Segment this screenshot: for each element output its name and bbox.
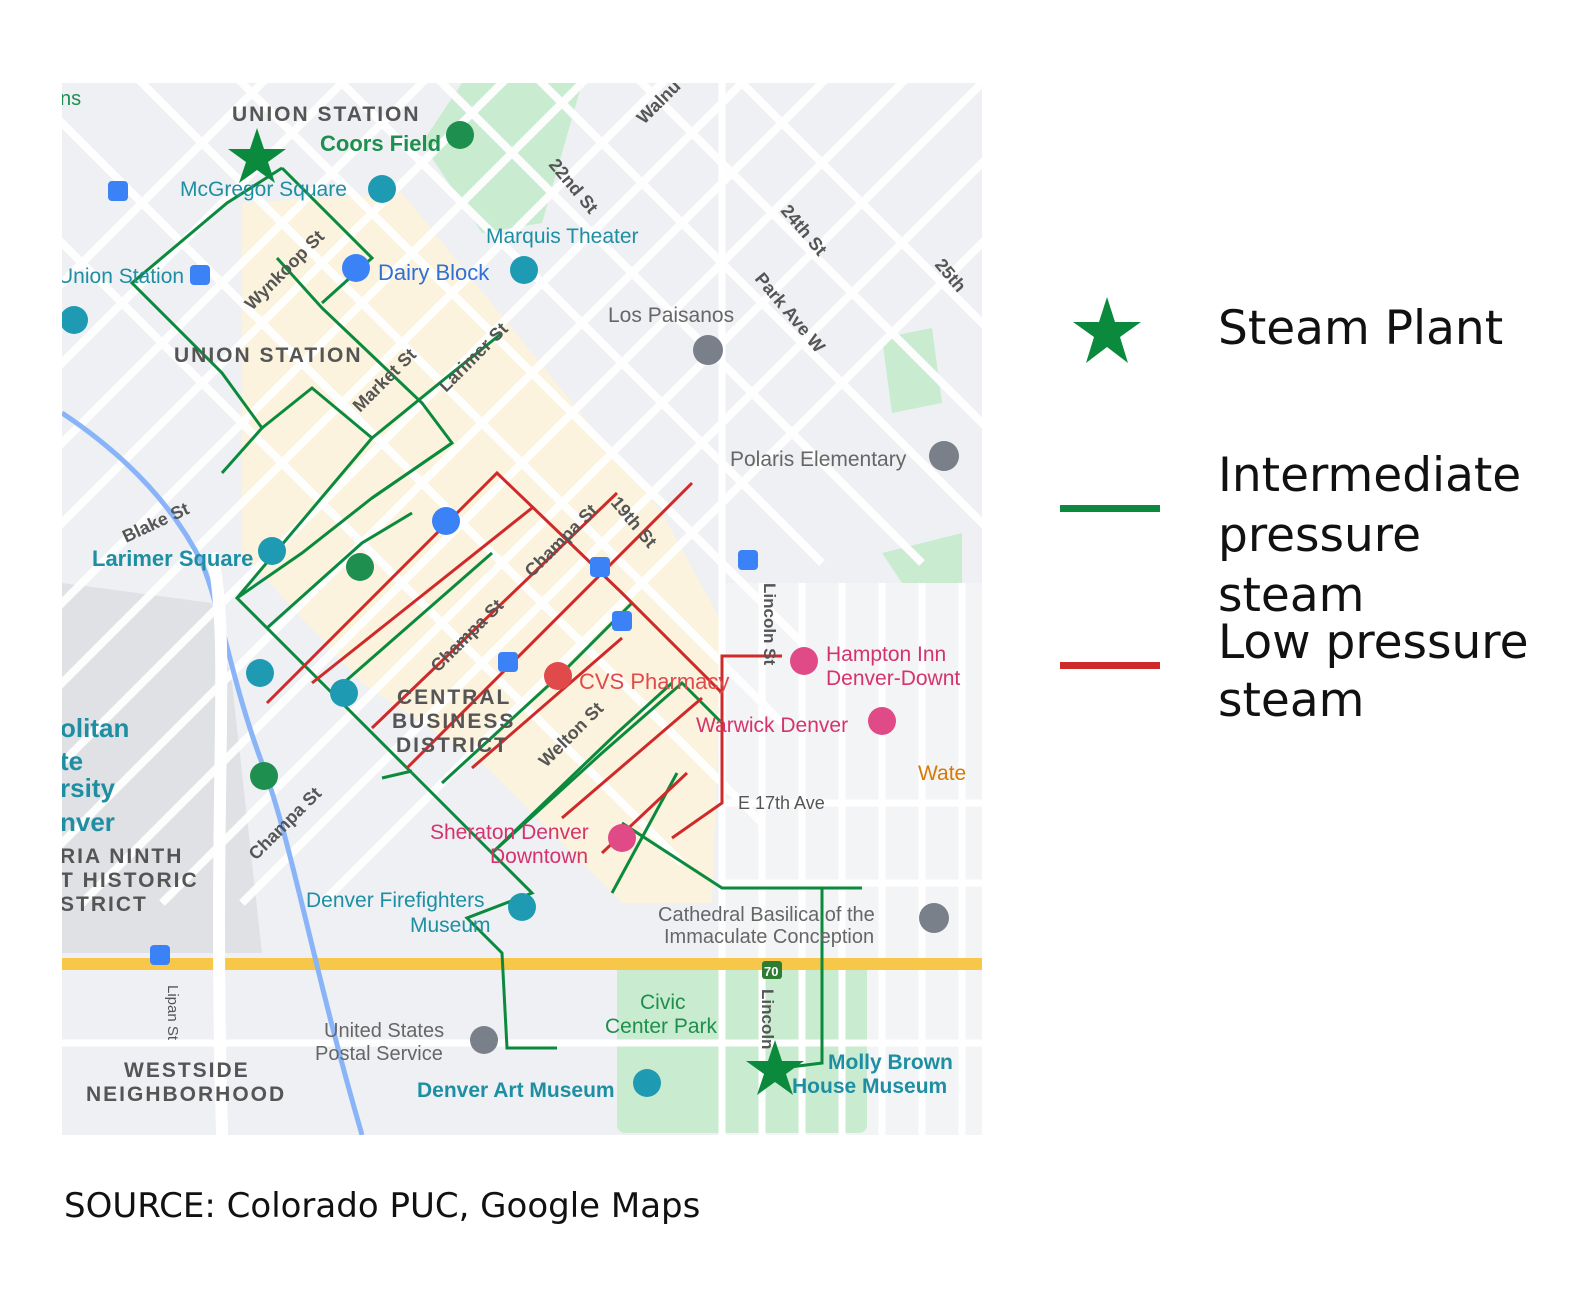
label-metro-4: nver bbox=[62, 807, 115, 837]
label-ninth-2: T HISTORIC bbox=[62, 869, 199, 892]
label-cvs-pharmacy: CVS Pharmacy bbox=[579, 669, 729, 694]
legend-intermediate: Intermediate pressure steam bbox=[1060, 448, 1580, 623]
label-usps-1: United States bbox=[324, 1020, 444, 1042]
label-e17th: E 17th Ave bbox=[738, 793, 825, 813]
label-firefighters-1: Denver Firefighters bbox=[306, 889, 485, 912]
legend-steam-plant-label: Steam Plant bbox=[1218, 301, 1504, 356]
low-steam-network bbox=[265, 470, 782, 855]
label-marquis-theater: Marquis Theater bbox=[486, 225, 639, 248]
label-union-station-poi: Union Station bbox=[62, 265, 184, 288]
label-wate: Wate bbox=[918, 762, 966, 785]
intermediate-line-swatch bbox=[1060, 505, 1160, 512]
label-westside-1: WESTSIDE bbox=[124, 1059, 250, 1082]
label-cathedral-1: Cathedral Basilica of the bbox=[658, 904, 875, 926]
steam-plant-union-station bbox=[228, 128, 286, 183]
label-firefighters-2: Museum bbox=[410, 914, 491, 937]
label-metro-3: rsity bbox=[62, 773, 115, 803]
label-lipan: Lipan St bbox=[164, 985, 181, 1041]
label-polaris-elementary: Polaris Elementary bbox=[730, 448, 907, 471]
legend-low-label-2: steam bbox=[1218, 673, 1365, 728]
label-i70: 70 bbox=[764, 964, 778, 979]
label-cbd-2: BUSINESS bbox=[392, 710, 515, 733]
label-civic-1: Civic bbox=[640, 991, 686, 1014]
low-line-swatch bbox=[1060, 662, 1160, 669]
label-molly-1: Molly Brown bbox=[828, 1051, 953, 1074]
label-westside-2: NEIGHBORHOOD bbox=[86, 1083, 286, 1106]
label-sheraton-1: Sheraton Denver bbox=[430, 821, 589, 844]
label-dairy-block: Dairy Block bbox=[378, 260, 490, 285]
label-union-station-district: UNION STATION bbox=[174, 344, 363, 367]
poi-markers bbox=[62, 121, 959, 1097]
label-cathedral-2: Immaculate Conception bbox=[664, 926, 874, 948]
label-larimer-square: Larimer Square bbox=[92, 546, 253, 571]
label-coors-field: Coors Field bbox=[320, 131, 441, 156]
label-union-station-top: UNION STATION bbox=[232, 103, 421, 126]
label-mcgregor-square: McGregor Square bbox=[180, 178, 347, 201]
label-hampton-inn-2: Denver-Downt bbox=[826, 667, 960, 690]
label-ninth-3: STRICT bbox=[62, 893, 148, 916]
legend-steam-plant: Steam Plant bbox=[1073, 297, 1580, 377]
label-metro-1: olitan bbox=[62, 713, 129, 743]
label-cbd-1: CENTRAL bbox=[397, 686, 511, 709]
legend-intermediate-label-2: pressure steam bbox=[1218, 508, 1422, 624]
label-ns: ns bbox=[62, 88, 81, 110]
label-cbd-3: DISTRICT bbox=[396, 734, 509, 757]
label-art-museum: Denver Art Museum bbox=[417, 1079, 615, 1102]
label-hampton-inn-1: Hampton Inn bbox=[826, 643, 946, 666]
label-civic-2: Center Park bbox=[605, 1015, 718, 1038]
downtown-denver-map[interactable]: ns UNION STATION Coors Field McGregor Sq… bbox=[62, 83, 982, 1135]
label-usps-2: Postal Service bbox=[315, 1043, 443, 1065]
steam-plant-lincoln bbox=[746, 1040, 804, 1095]
label-sheraton-2: Downtown bbox=[490, 845, 588, 868]
source-caption: SOURCE: Colorado PUC, Google Maps bbox=[64, 1186, 701, 1226]
legend-low: Low pressure steam bbox=[1060, 615, 1580, 745]
label-lincoln-1: Lincoln St bbox=[760, 583, 779, 666]
legend-low-label-1: Low pressure bbox=[1218, 615, 1529, 670]
label-ninth-1: RIA NINTH bbox=[62, 845, 183, 868]
label-lincoln-2: Lincoln bbox=[758, 989, 777, 1049]
legend-intermediate-label-1: Intermediate bbox=[1218, 448, 1522, 503]
star-icon bbox=[1073, 297, 1141, 363]
label-metro-2: te bbox=[62, 746, 83, 776]
label-molly-2: House Museum bbox=[792, 1075, 947, 1098]
map-panel[interactable]: ns UNION STATION Coors Field McGregor Sq… bbox=[62, 83, 982, 1135]
label-warwick-denver: Warwick Denver bbox=[696, 714, 848, 737]
label-los-paisanos: Los Paisanos bbox=[608, 304, 734, 327]
